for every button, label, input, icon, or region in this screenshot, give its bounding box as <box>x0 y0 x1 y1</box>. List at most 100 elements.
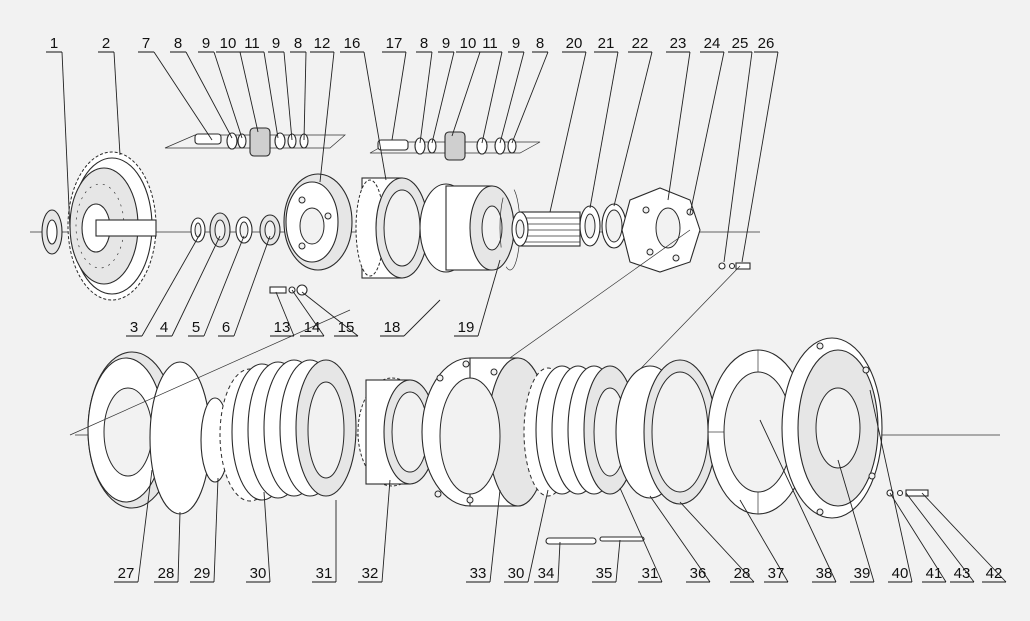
callout-bottom-2: 29 <box>190 477 219 583</box>
callout-top-15: 11 <box>478 35 503 144</box>
callout-leader-line <box>275 291 295 337</box>
callout-number: 38 <box>816 565 833 582</box>
part-16-ring-gear <box>355 177 429 279</box>
parts-24-26-fasteners <box>718 262 751 270</box>
callout-leader-line <box>527 489 549 583</box>
callout-leader-line <box>177 511 181 583</box>
callout-number: 3 <box>130 319 138 336</box>
callout-bottom-16: 40 <box>869 389 913 583</box>
callout-top-14: 10 <box>451 35 481 137</box>
callout-bottom-0: 27 <box>114 469 153 583</box>
callout-number: 6 <box>222 319 230 336</box>
callout-top-0: 1 <box>46 35 71 231</box>
part-23-flange <box>621 187 701 273</box>
callout-number: 17 <box>386 35 403 52</box>
callout-number: 2 <box>102 35 110 52</box>
callout-leader-line <box>391 51 407 141</box>
callout-bottom-8: 34 <box>534 541 561 583</box>
callout-number: 26 <box>758 35 775 52</box>
callout-top-24: 26 <box>741 35 779 263</box>
callout-leader-line <box>185 51 233 139</box>
callout-leader-line <box>263 51 279 139</box>
callout-number: 12 <box>314 35 331 52</box>
part-37-plate <box>707 349 809 515</box>
callout-leader-line <box>113 51 121 156</box>
callout-bottom-13: 37 <box>739 499 789 583</box>
clutch-pack-left <box>219 359 357 502</box>
callout-bottom-7: 30 <box>504 489 549 583</box>
callout-number: 9 <box>442 35 450 52</box>
callout-number: 35 <box>596 565 613 582</box>
callout-number: 7 <box>142 35 150 52</box>
bottom-row-parts <box>69 309 1000 545</box>
part-20-splined-shaft <box>511 211 581 247</box>
callout-leader-line <box>619 487 663 583</box>
callout-number: 31 <box>642 565 659 582</box>
callout-leader-line <box>403 299 441 337</box>
callout-leader-line <box>511 51 549 144</box>
callout-leader-line <box>381 479 391 583</box>
callout-leader-line <box>741 51 779 263</box>
part-33-housing <box>421 357 549 507</box>
callout-mid-7: 18 <box>380 299 441 337</box>
callout-top-23: 25 <box>723 35 753 263</box>
callout-top-9: 12 <box>310 35 335 183</box>
callout-number: 5 <box>192 319 200 336</box>
callout-mid-1: 4 <box>156 235 221 337</box>
callout-number: 37 <box>768 565 785 582</box>
callout-bottom-18: 43 <box>905 492 975 583</box>
callout-number: 21 <box>598 35 615 52</box>
callout-number: 4 <box>160 319 168 336</box>
callout-leader-line <box>481 51 503 144</box>
callout-number: 36 <box>690 565 707 582</box>
callout-bottom-19: 42 <box>921 492 1007 583</box>
callout-number: 8 <box>174 35 182 52</box>
callout-bottom-4: 31 <box>312 500 337 583</box>
callout-mid-5: 14 <box>291 289 325 337</box>
callout-leader-line <box>213 51 243 139</box>
callout-number: 34 <box>538 565 555 582</box>
callout-top-20: 22 <box>613 35 653 207</box>
callout-number: 41 <box>926 565 943 582</box>
callout-number: 15 <box>338 319 355 336</box>
callout-leader-line <box>499 51 525 144</box>
callout-leader-line <box>557 541 561 583</box>
callout-leader-line <box>141 233 201 337</box>
callout-top-5: 10 <box>216 35 259 133</box>
callout-number: 10 <box>460 35 477 52</box>
callout-bottom-5: 32 <box>358 479 391 583</box>
callout-leader-line <box>61 51 71 231</box>
part-2-gear <box>67 151 157 301</box>
callout-leader-line <box>613 51 653 207</box>
callout-number: 16 <box>344 35 361 52</box>
callout-number: 33 <box>470 565 487 582</box>
callout-mid-0: 3 <box>126 233 201 337</box>
callout-number: 24 <box>704 35 721 52</box>
callout-top-17: 8 <box>511 35 549 144</box>
callout-top-13: 9 <box>431 35 455 144</box>
callout-bottom-10: 31 <box>619 487 663 583</box>
callout-number: 30 <box>250 565 267 582</box>
part-12-carrier <box>283 173 353 271</box>
callout-top-7: 9 <box>268 35 293 141</box>
callout-number: 18 <box>384 319 401 336</box>
callout-bottom-17: 41 <box>889 492 947 583</box>
callout-number: 39 <box>854 565 871 582</box>
callout-top-16: 9 <box>499 35 525 144</box>
callout-number: 27 <box>118 565 135 582</box>
callout-top-4: 9 <box>198 35 243 139</box>
parts-34-35-pins <box>545 536 645 545</box>
callout-top-10: 16 <box>340 35 387 181</box>
callout-top-19: 21 <box>589 35 619 209</box>
callout-leader-line <box>137 469 153 583</box>
top-row-parts <box>30 127 760 391</box>
callout-leader-line <box>589 51 619 209</box>
callout-number: 23 <box>670 35 687 52</box>
callout-leader-line <box>301 291 359 337</box>
callout-top-8: 8 <box>290 35 307 141</box>
callout-leader-line <box>203 235 245 337</box>
parts-21-22-rings <box>579 203 627 249</box>
callout-leader-line <box>419 51 433 144</box>
callout-number: 1 <box>50 35 58 52</box>
callout-leader-line <box>263 491 271 583</box>
